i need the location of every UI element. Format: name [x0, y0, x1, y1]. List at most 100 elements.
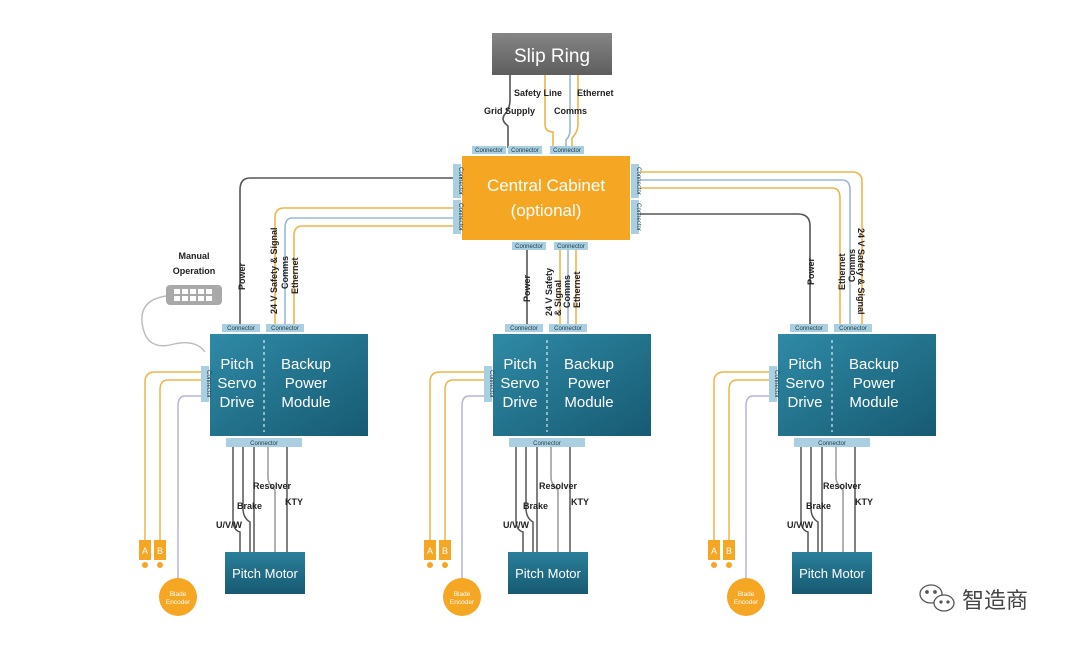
connector-label: Connector: [553, 148, 581, 154]
central-cabinet-title: Central Cabinet: [487, 176, 605, 195]
connector-label: Connector: [773, 370, 779, 398]
manual-operation-title-1: Manual: [178, 251, 209, 261]
pitch-servo-drive-1: Pitch: [220, 356, 253, 373]
blade-encoder-label-1: Blade: [738, 591, 755, 598]
connector-label: Connector: [457, 167, 463, 195]
label-uvw: U/V/W: [787, 520, 814, 530]
blade-encoder: [159, 578, 197, 616]
connector-label: Connector: [205, 370, 211, 398]
drive-box: [493, 334, 651, 436]
pitch-servo-drive-2: Servo: [500, 375, 539, 392]
encoder-a-label: A: [711, 546, 717, 556]
backup-power-module-2: Power: [568, 375, 611, 392]
pitch-motor-label: Pitch Motor: [232, 566, 298, 581]
slip-ring-lines: [502, 75, 579, 148]
label-comms-right: Comms: [847, 249, 857, 282]
label-kty: KTY: [855, 497, 873, 507]
pitch-motor: [508, 552, 588, 594]
manual-operation-pendant: [166, 285, 222, 305]
backup-power-module-2: Power: [285, 375, 328, 392]
middle-drive-lines: [526, 248, 577, 328]
slip-ring: Slip Ring: [492, 33, 612, 75]
wechat-icon: [919, 584, 955, 612]
label-ethernet-mid: Ethernet: [572, 271, 582, 308]
backup-power-module-1: Backup: [849, 356, 899, 373]
label-brake: Brake: [806, 501, 831, 511]
blade-encoder-label-1: Blade: [170, 591, 187, 598]
backup-power-module-3: Module: [281, 394, 330, 411]
drive-box: [778, 334, 936, 436]
pitch-servo-drive-2: Servo: [785, 375, 824, 392]
cabinet-connectors-left: Connector Connector: [453, 164, 463, 234]
unit-left: Connector Connector Pitch Servo Drive Ba…: [139, 324, 368, 616]
central-cabinet-subtitle: (optional): [511, 201, 582, 220]
backup-power-module-1: Backup: [281, 356, 331, 373]
label-kty: KTY: [571, 497, 589, 507]
encoder-b: [154, 540, 166, 560]
encoder-a: [708, 540, 720, 560]
label-comms-left: Comms: [280, 256, 290, 289]
label-comms-top: Comms: [554, 106, 587, 116]
central-cabinet: Central Cabinet (optional): [462, 156, 630, 240]
blade-encoder-label-2: Encoder: [450, 599, 475, 606]
unit-middle: Connector Connector Pitch Servo Drive Ba…: [424, 324, 651, 616]
pitch-motor: [792, 552, 872, 594]
left-drive-lines: [239, 177, 462, 328]
connector-label: Connector: [635, 203, 641, 231]
connector-label: Connector: [557, 244, 585, 250]
pitch-servo-drive-1: Pitch: [788, 356, 821, 373]
encoder-b-label: B: [726, 546, 732, 556]
connector-label: Connector: [488, 370, 494, 398]
connector-label: Connector: [511, 148, 539, 154]
label-uvw: U/V/W: [216, 520, 243, 530]
connector-label: Connector: [818, 441, 846, 447]
pitch-servo-drive-1: Pitch: [503, 356, 536, 373]
pitch-servo-drive-3: Drive: [219, 394, 254, 411]
label-safety-right: 24 V Safety & Signal: [856, 228, 866, 315]
backup-power-module-3: Module: [564, 394, 613, 411]
encoder-b: [439, 540, 451, 560]
manual-operation-title-2: Operation: [173, 266, 216, 276]
label-uvw: U/V/W: [503, 520, 530, 530]
label-resolver: Resolver: [823, 481, 862, 491]
watermark: 智造商: [919, 584, 1028, 614]
label-ethernet-right: Ethernet: [837, 253, 847, 290]
connector-label: Connector: [795, 326, 823, 332]
connector-label: Connector: [635, 167, 641, 195]
label-resolver: Resolver: [539, 481, 578, 491]
connector-label: Connector: [457, 203, 463, 231]
connector-label: Connector: [227, 326, 255, 332]
pitch-servo-drive-2: Servo: [217, 375, 256, 392]
label-power-mid: Power: [522, 274, 532, 302]
blade-encoder-label-2: Encoder: [734, 599, 759, 606]
right-drive-lines: [640, 171, 863, 328]
pitch-motor-label: Pitch Motor: [799, 566, 865, 581]
watermark-text: 智造商: [962, 589, 1028, 614]
label-safety-mid-1: 24 V Safety: [544, 268, 554, 316]
blade-encoder-label-2: Encoder: [166, 599, 191, 606]
connector-label: Connector: [554, 326, 582, 332]
label-comms-mid: Comms: [562, 275, 572, 308]
connector-label: Connector: [271, 326, 299, 332]
pendant-cable: [141, 295, 206, 353]
encoder-a: [424, 540, 436, 560]
pendant-buttons: [174, 289, 212, 301]
label-grid-supply: Grid Supply: [484, 106, 535, 116]
label-safety-left: 24 V Safety & Signal: [269, 227, 279, 314]
pitch-motor-label: Pitch Motor: [515, 566, 581, 581]
manual-operation: Manual Operation: [141, 251, 222, 353]
blade-encoder-label-1: Blade: [454, 591, 471, 598]
connector-label: Connector: [250, 441, 278, 447]
encoder-a: [139, 540, 151, 560]
label-safety-line: Safety Line: [514, 88, 562, 98]
connector-label: Connector: [839, 326, 867, 332]
connector-label: Connector: [515, 244, 543, 250]
blade-encoder: [727, 578, 765, 616]
connector-label: Connector: [510, 326, 538, 332]
unit-right: Connector Connector Pitch Servo Drive Ba…: [708, 324, 936, 616]
blade-encoder: [443, 578, 481, 616]
label-resolver: Resolver: [253, 481, 292, 491]
cabinet-connectors-bottom: Connector Connector: [512, 242, 588, 250]
pitch-servo-drive-3: Drive: [502, 394, 537, 411]
